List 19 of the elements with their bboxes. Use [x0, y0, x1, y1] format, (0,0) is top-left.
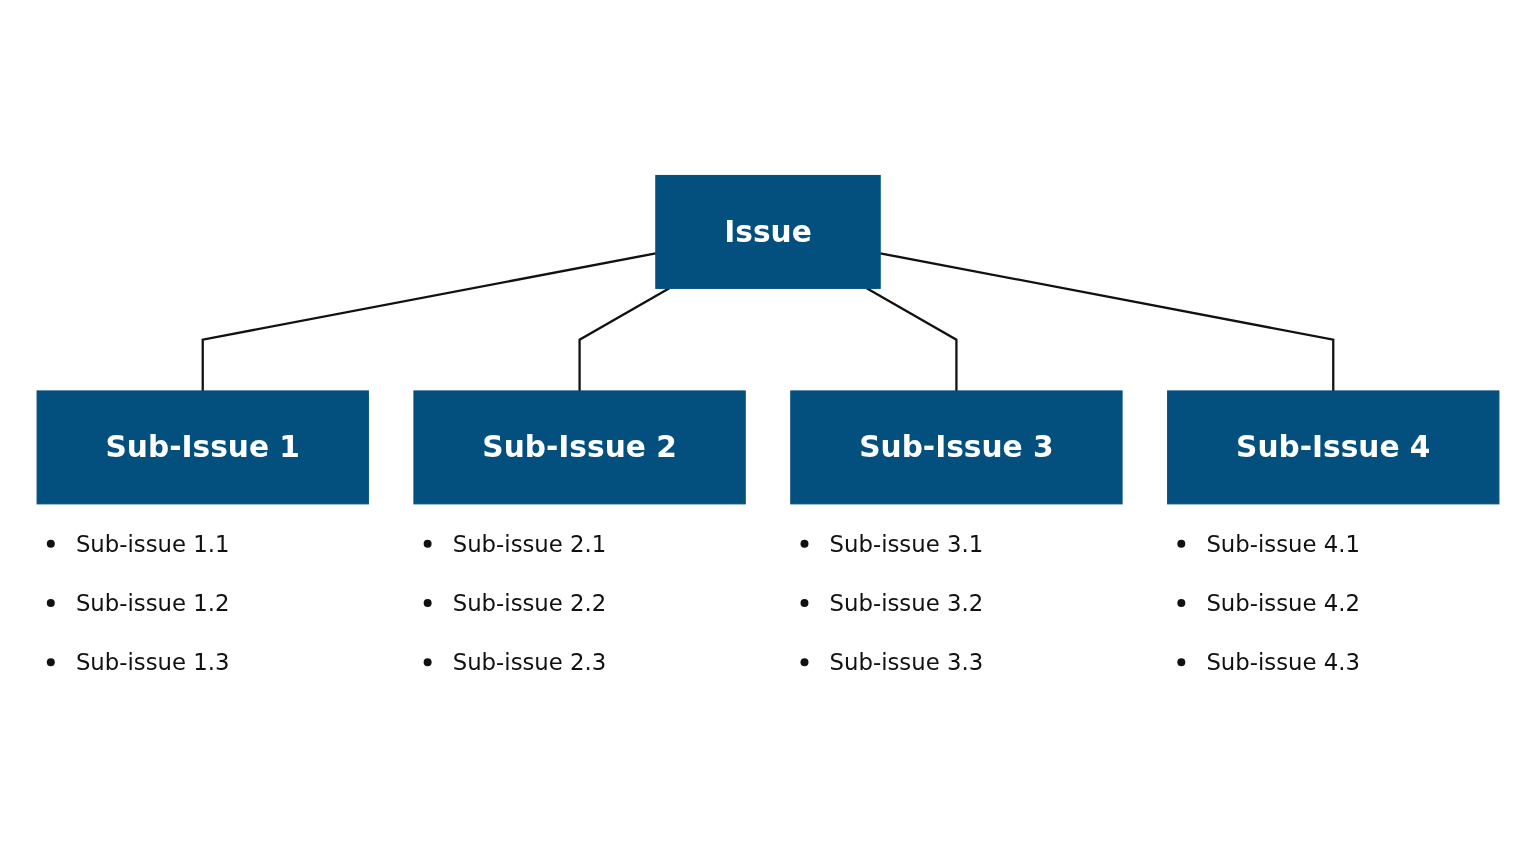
issue-box: Sub-Issue 2: [413, 390, 746, 505]
sub-issue-item: Sub-issue 1.2: [75, 590, 230, 616]
issue-box: Sub-Issue 3: [790, 390, 1123, 505]
sub-issue-item: Sub-issue 1.1: [75, 530, 230, 557]
connector-line: [866, 287, 958, 391]
sub-issue-item: Sub-issue 2.1: [452, 530, 607, 557]
issue-box: Issue: [655, 174, 881, 289]
connector-line: [578, 287, 670, 391]
sub-issue-item: Sub-issue 4.3: [1206, 649, 1360, 676]
sub-issue-item: Sub-issue 3.2: [829, 590, 984, 616]
sub-issue-item: Sub-issue 2.2: [452, 590, 607, 616]
sub-issue-item: Sub-issue 3.3: [829, 649, 984, 676]
sub-issue-item: Sub-issue 4.2: [1206, 590, 1360, 616]
sub-issue-item: Sub-issue 1.3: [75, 649, 230, 676]
sub-issue-item: Sub-issue 3.1: [829, 530, 984, 557]
issue-box: Sub-Issue 1: [36, 390, 369, 505]
sub-issue-item: Sub-issue 4.1: [1206, 530, 1360, 557]
sub-issue-item: Sub-issue 2.3: [452, 649, 607, 676]
issue-box: Sub-Issue 4: [1167, 390, 1500, 505]
